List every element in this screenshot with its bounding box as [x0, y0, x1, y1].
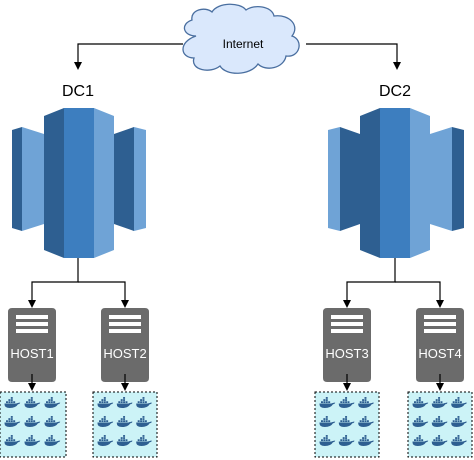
- host1-label: HOST1: [10, 346, 53, 361]
- dc-host-connectors: [28, 258, 444, 308]
- cloud-icon: Internet: [182, 3, 300, 74]
- server-icon: HOST2: [101, 308, 149, 382]
- server-icon: HOST1: [8, 308, 56, 382]
- connector-internet-dc1: [74, 43, 183, 70]
- dc2-label: DC2: [379, 83, 411, 100]
- connector-internet-dc2: [306, 43, 401, 70]
- dc1-label: DC1: [62, 83, 94, 100]
- container-groups: [0, 391, 473, 458]
- server-icon: HOST3: [323, 308, 371, 382]
- connector-dc2-host3: [343, 258, 396, 308]
- connector-dc1-host2: [78, 281, 129, 308]
- database-tower-icon: [328, 108, 464, 258]
- host4-label: HOST4: [418, 346, 461, 361]
- hosts-group: HOST1 HOST2 HOST3 HOST4: [8, 308, 464, 382]
- connector-dc1-host1: [28, 258, 79, 308]
- connector-dc2-host4: [395, 281, 444, 308]
- host-container-connectors: [28, 374, 444, 391]
- database-tower-icon: [12, 108, 146, 258]
- server-icon: HOST4: [416, 308, 464, 382]
- host2-label: HOST2: [103, 346, 146, 361]
- cloud-label: Internet: [223, 37, 264, 51]
- internet-connectors: [74, 43, 401, 70]
- host3-label: HOST3: [325, 346, 368, 361]
